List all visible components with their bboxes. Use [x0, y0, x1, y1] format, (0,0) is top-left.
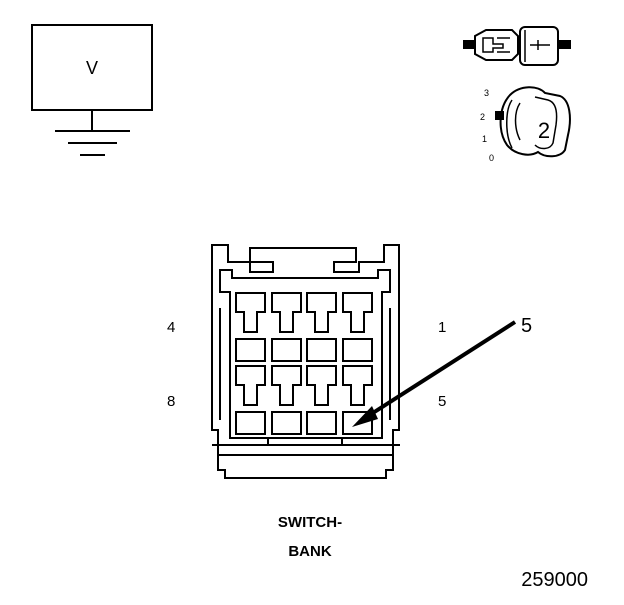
fuse-connector-icon	[463, 26, 571, 66]
figure-number: 259000	[521, 569, 588, 591]
pin-label-1: 1	[438, 319, 446, 336]
voltmeter: V	[31, 24, 153, 156]
connector-name-line1: SWITCH-	[278, 514, 342, 531]
switch-scale-2: 2	[480, 112, 485, 122]
ignition-switch-icon: 3 2 1 0 2	[480, 86, 571, 163]
terminal-row-1	[235, 292, 373, 333]
pin-label-5: 5	[438, 393, 446, 410]
switch-selected-position: 2	[538, 118, 550, 143]
terminal-row-3	[235, 365, 373, 406]
switch-scale-0: 0	[489, 153, 494, 163]
switch-scale-3: 3	[484, 88, 489, 98]
pin-label-8: 8	[167, 393, 175, 410]
terminal-5	[342, 411, 373, 435]
connector-name-line2: BANK	[288, 543, 331, 560]
pin-label-4: 4	[167, 319, 175, 336]
switch-scale-1: 1	[482, 134, 487, 144]
terminal-row-2	[235, 338, 373, 362]
callout-arrow	[352, 320, 517, 427]
switch-bank-connector	[211, 244, 400, 479]
callout-label: 5	[521, 315, 532, 337]
ground-symbol	[55, 130, 130, 156]
terminal-row-4	[235, 411, 373, 435]
voltmeter-label: V	[86, 58, 98, 78]
